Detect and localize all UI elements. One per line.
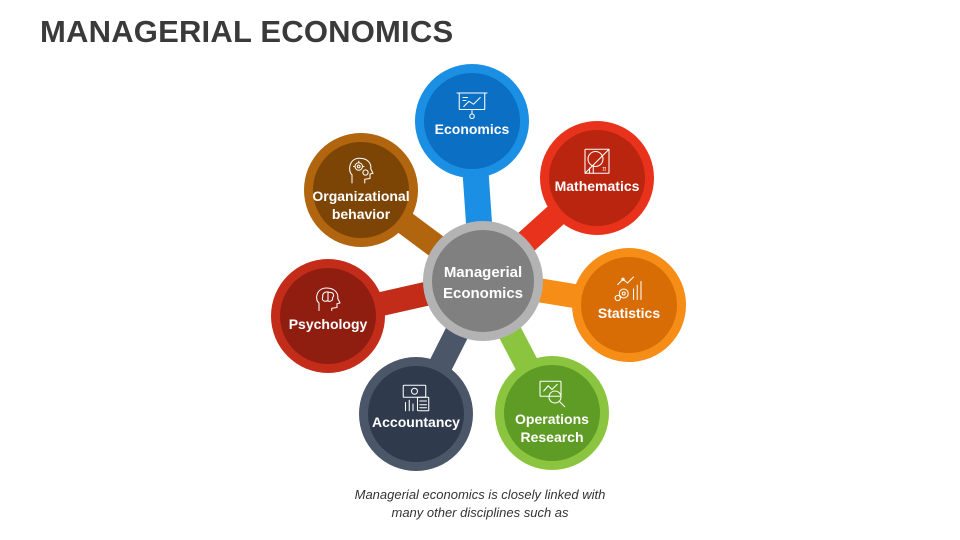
presentation-chart-icon [456,92,488,120]
node-circle-mathematics [549,130,645,226]
node-circle-operations-research [504,365,600,461]
center-hub-circle [432,230,534,332]
node-label-operations-research-1: Operations [515,411,589,427]
slide-title: MANAGERIAL ECONOMICS [40,14,454,49]
node-circle-accountancy [368,366,464,462]
node-label-economics: Economics [435,121,510,137]
center-label-line2: Economics [443,285,523,302]
svg-text:π: π [602,165,606,172]
caption-line2: many other disciplines such as [391,505,569,520]
node-economics: Economics [415,64,529,178]
node-statistics: Statistics [572,248,686,362]
node-circle-economics [424,73,520,169]
statistics-chart-icon [614,276,642,302]
node-accountancy: Accountancy [359,357,473,471]
caption: Managerial economics is closely linked w… [280,486,680,522]
center-label-line1: Managerial [444,264,522,281]
node-label-accountancy: Accountancy [372,414,460,430]
node-label-organizational-behavior-2: behavior [332,206,391,222]
node-label-statistics: Statistics [598,305,660,321]
node-psychology: Psychology [271,259,385,373]
node-label-psychology: Psychology [289,316,368,332]
node-circle-statistics [581,257,677,353]
discipline-nodes: Economics πMathematicsStatisticsOperation… [271,64,686,471]
node-circle-psychology [280,268,376,364]
node-label-organizational-behavior-1: Organizational [312,188,409,204]
node-organizational-behavior: Organizational behavior [304,133,418,247]
magnifier-chart-icon [539,380,566,408]
caption-line1: Managerial economics is closely linked w… [354,487,606,502]
node-label-operations-research-2: Research [520,429,583,445]
head-gears-icon [349,157,374,184]
brain-head-icon [316,287,341,312]
math-geometry-icon: π [584,148,610,174]
calculator-money-icon [402,384,430,412]
node-label-mathematics: Mathematics [555,178,640,194]
center-hub: Managerial Economics [423,221,543,341]
node-circle-organizational-behavior [313,142,409,238]
